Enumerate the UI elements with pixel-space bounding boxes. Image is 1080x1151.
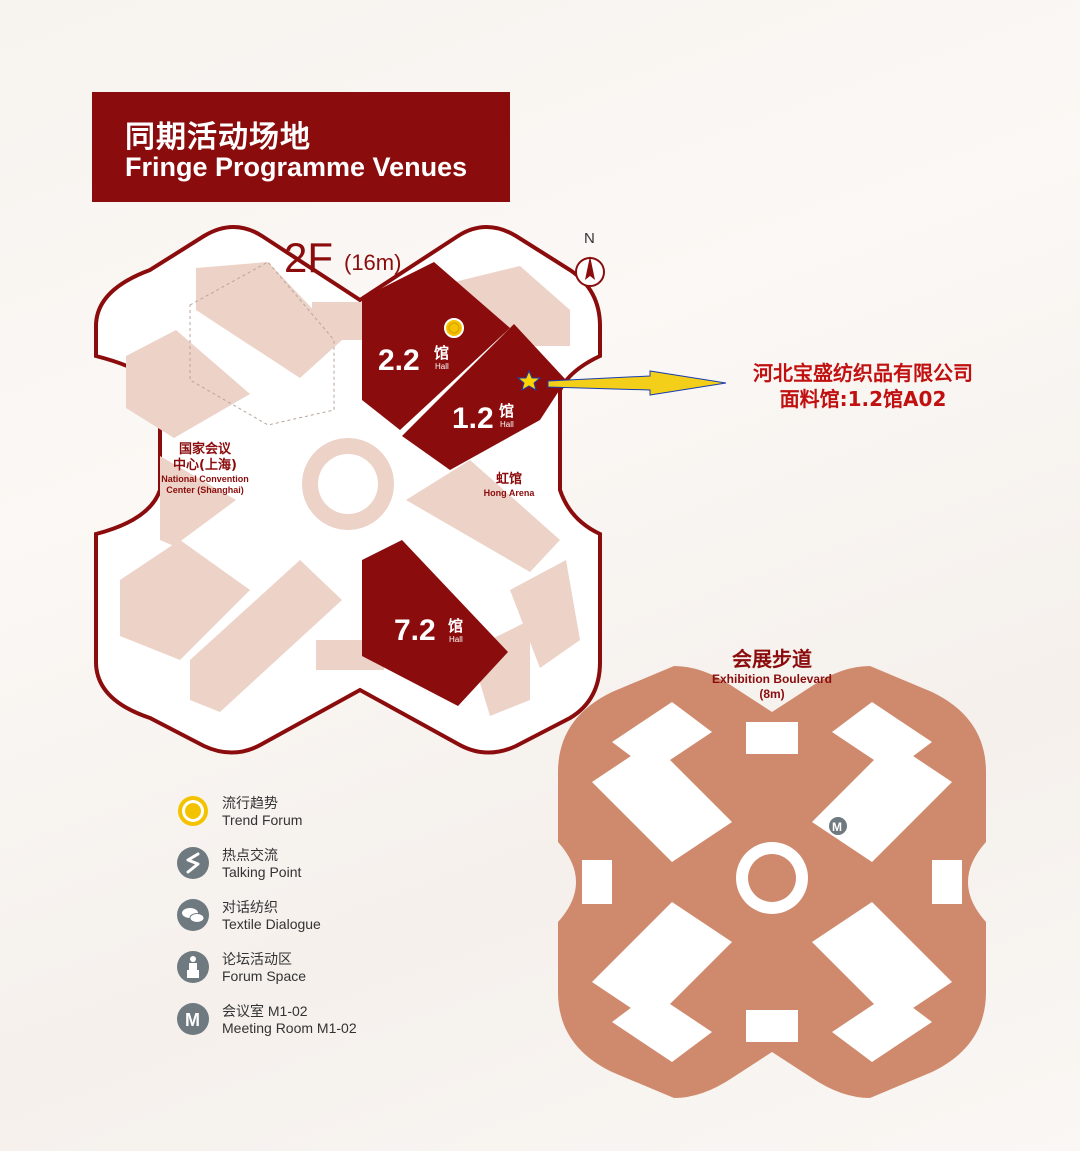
hall-block <box>510 560 580 668</box>
hall-7-2-block[interactable] <box>362 540 508 706</box>
boulevard-hall <box>592 742 732 862</box>
hall-2-2-block[interactable] <box>362 262 510 430</box>
meeting-room-marker-icon[interactable] <box>827 815 849 837</box>
legend-trend-forum-cn: 流行趋势 <box>222 795 278 811</box>
boulevard-height: (8m) <box>759 687 785 701</box>
forum-space-icon <box>177 951 209 983</box>
legend-textile-dialogue-en: Textile Dialogue <box>222 916 321 932</box>
hall-1-2-number: 1.2 <box>452 402 494 435</box>
trend-forum-marker-core <box>448 322 460 334</box>
hall-block <box>190 560 342 712</box>
central-plaza-core <box>318 454 378 514</box>
meeting-room-icon: M <box>177 1003 209 1035</box>
hong-arena-label: 虹馆 Hong Arena <box>472 472 546 499</box>
trend-forum-icon <box>178 796 208 826</box>
callout-arrow <box>547 370 727 396</box>
legend-meeting-room-en: Meeting Room M1-02 <box>222 1020 357 1036</box>
hall-1-2-cn: 馆 <box>499 402 514 420</box>
hall-1-2-en: Hall <box>500 420 514 429</box>
ncc-cn-line2: 中心(上海) <box>173 458 237 473</box>
boulevard-hall <box>812 902 952 1022</box>
boulevard-label: 会展步道 Exhibition Boulevard (8m) <box>680 646 864 702</box>
boulevard-hall <box>612 702 712 772</box>
hong-arena-cn: 虹馆 <box>495 472 522 487</box>
hall-block <box>160 456 236 546</box>
meeting-room-marker-label: M <box>832 820 842 834</box>
hall-blocks <box>120 262 580 716</box>
compass-icon: N <box>575 230 605 287</box>
hall-block <box>312 302 362 340</box>
callout-company: 河北宝盛纺织品有限公司 <box>753 361 973 385</box>
hall-2-2-number: 2.2 <box>378 344 420 377</box>
hall-block <box>126 330 250 438</box>
legend-item-textile-dialogue: 对话纺织 Textile Dialogue <box>176 898 436 942</box>
ncc-en-line2: Center (Shanghai) <box>166 485 244 495</box>
boulevard-hall <box>832 702 932 772</box>
hong-arena-en: Hong Arena <box>483 488 535 498</box>
hall-block <box>120 540 250 660</box>
boulevard-hall <box>932 860 962 904</box>
callout-booth: 面料馆:1.2馆A02 <box>779 387 947 411</box>
boulevard-hall <box>746 1010 798 1042</box>
ncc-en-line1: National Convention <box>161 474 249 484</box>
floor-level-label: 2F <box>284 234 333 281</box>
title-en: Fringe Programme Venues <box>125 152 468 182</box>
legend-forum-space-cn: 论坛活动区 <box>222 951 292 967</box>
hall-1-2-block[interactable] <box>402 324 566 470</box>
ncc-label: 国家会议 中心(上海) National Convention Center (… <box>140 442 270 496</box>
legend-item-forum-space: 论坛活动区 Forum Space <box>176 950 436 994</box>
hall-7-2-cn: 馆 <box>448 617 463 635</box>
hall-7-2-number: 7.2 <box>394 614 436 647</box>
boulevard-hall <box>582 860 612 904</box>
boulevard-hall <box>746 722 798 754</box>
legend-textile-dialogue-cn: 对话纺织 <box>222 899 278 915</box>
boulevard-plaza-core <box>748 854 796 902</box>
boulevard-plan: M <box>558 666 986 1098</box>
star-marker-icon[interactable] <box>516 369 542 392</box>
ncc-cn-line1: 国家会议 <box>178 442 231 457</box>
legend-item-meeting-room: M 会议室 M1-02 Meeting Room M1-02 <box>176 1002 436 1046</box>
legend-item-talking-point: 热点交流 Talking Point <box>176 846 436 890</box>
hall-block <box>446 266 570 346</box>
boulevard-hall <box>832 992 932 1062</box>
boulevard-hall <box>592 902 732 1022</box>
hall-2-2-cn: 馆 <box>434 344 449 362</box>
title-cn: 同期活动场地 <box>125 120 311 155</box>
title-banner: 同期活动场地 Fringe Programme Venues <box>92 92 510 202</box>
textile-dialogue-icon <box>177 899 209 931</box>
boulevard-en: Exhibition Boulevard <box>711 672 832 686</box>
hall-block <box>196 262 342 378</box>
legend-meeting-room-cn: 会议室 M1-02 <box>222 1003 308 1019</box>
hall-block <box>406 460 560 572</box>
talking-point-icon <box>177 847 209 879</box>
exhibitor-callout: 河北宝盛纺织品有限公司 面料馆:1.2馆A02 <box>728 360 998 412</box>
hall-7-2-en: Hall <box>449 635 463 644</box>
legend-talking-point-cn: 热点交流 <box>222 847 278 863</box>
legend-talking-point-en: Talking Point <box>222 864 302 880</box>
meeting-room-icon-label: M <box>185 1010 200 1030</box>
hall-2-2-en: Hall <box>435 362 449 371</box>
boulevard-hall <box>612 992 712 1062</box>
legend-trend-forum-en: Trend Forum <box>222 812 303 828</box>
compass-n-label: N <box>584 230 595 247</box>
floor-2f-plan: 2.2 馆 Hall 1.2 馆 Hall 7.2 馆 Hall 2F (16m… <box>94 225 605 755</box>
floor-height-label: (16m) <box>344 250 401 275</box>
legend-forum-space-en: Forum Space <box>222 968 307 984</box>
legend-item-trend-forum: 流行趋势 Trend Forum <box>176 794 436 838</box>
boulevard-cn: 会展步道 <box>732 647 812 671</box>
